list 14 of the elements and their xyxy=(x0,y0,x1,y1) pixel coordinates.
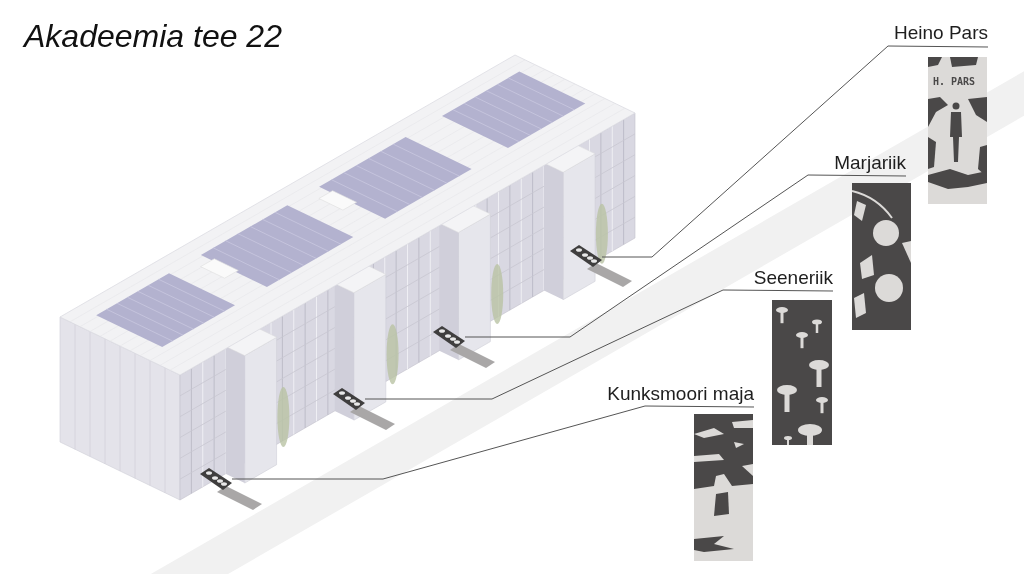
leader-line xyxy=(464,174,907,338)
callout-label: Kunksmoori maja xyxy=(586,382,754,407)
diagram-title: Akadeemia tee 22 xyxy=(24,18,282,55)
floor-mosaic-picture xyxy=(570,245,602,267)
callout-label: Marjariik xyxy=(822,151,906,176)
callout-label: Heino Pars xyxy=(884,21,988,47)
leader-line xyxy=(364,289,834,400)
leader-line xyxy=(231,405,755,480)
callout-label: Seeneriik xyxy=(748,266,833,291)
floor-mosaic-picture xyxy=(200,468,232,490)
floor-mosaic-picture xyxy=(433,326,465,348)
panel-lettering: H. PARS xyxy=(933,76,976,87)
leader-line xyxy=(601,45,989,258)
floor-mosaic-picture xyxy=(333,388,365,410)
